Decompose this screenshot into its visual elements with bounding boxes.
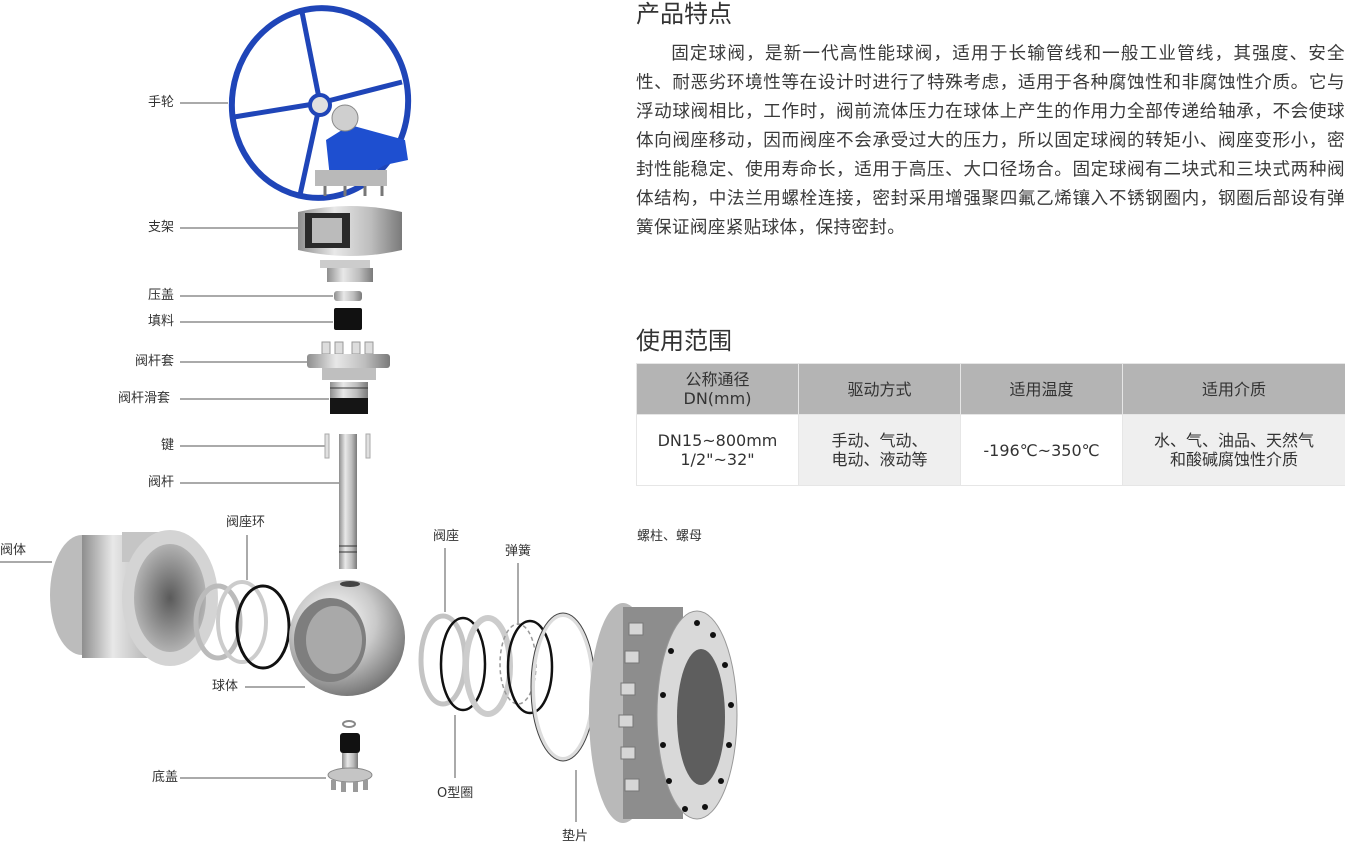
handwheel-part	[220, 0, 421, 209]
label-gland: 压盖	[148, 288, 174, 304]
table-row: DN15~800mm 1/2"~32" 手动、气动、 电动、液动等 -196℃~…	[637, 415, 1345, 486]
table-header-row: 公称通径 DN(mm) 驱动方式 适用温度 适用介质	[637, 364, 1345, 415]
cell-medium: 水、气、油品、天然气 和酸碱腐蚀性介质	[1123, 415, 1345, 486]
label-o-ring: O型圈	[437, 786, 473, 802]
scope-title: 使用范围	[636, 326, 732, 356]
label-stem: 阀杆	[148, 475, 174, 491]
stem-sleeve-part	[307, 342, 390, 380]
label-stem-sliding-sleeve: 阀杆滑套	[118, 391, 170, 407]
label-spring: 弹簧	[505, 544, 531, 560]
label-ball: 球体	[212, 679, 238, 695]
gland-part	[334, 291, 362, 301]
label-bracket: 支架	[148, 220, 174, 236]
stem-sliding-sleeve-part	[330, 382, 368, 414]
label-valve-body: 阀体	[0, 543, 26, 559]
end-flange-part	[585, 595, 745, 835]
valve-illustration	[0, 0, 620, 844]
stem-part	[339, 434, 357, 569]
label-bottom-cover: 底盖	[152, 770, 178, 786]
ball-part	[289, 580, 405, 696]
header-temperature: 适用温度	[961, 364, 1123, 415]
label-seat-ring: 阀座环	[226, 515, 265, 531]
label-seat: 阀座	[433, 529, 459, 545]
features-paragraph: 固定球阀，是新一代高性能球阀，适用于长输管线和一般工业管线，其强度、安全性、耐恶…	[636, 40, 1345, 243]
key-part	[325, 434, 329, 458]
packing-part	[334, 308, 362, 330]
label-packing: 填料	[148, 314, 174, 330]
gasket-part	[533, 615, 593, 759]
header-medium: 适用介质	[1123, 364, 1345, 415]
header-drive-mode: 驱动方式	[799, 364, 961, 415]
label-gasket: 垫片	[562, 829, 588, 845]
header-nominal-diameter: 公称通径 DN(mm)	[637, 364, 799, 415]
exploded-valve-diagram: 手轮 支架 压盖 填料 阀杆套 阀杆滑套 键 阀杆 阀座环 阀体 球体 底盖 阀…	[0, 0, 620, 844]
bottom-cover-part	[328, 721, 372, 792]
cell-temperature: -196℃~350℃	[961, 415, 1123, 486]
valve-body-part	[50, 530, 218, 666]
cell-nominal-diameter: DN15~800mm 1/2"~32"	[637, 415, 799, 486]
bracket-part	[298, 206, 402, 282]
features-title: 产品特点	[636, 0, 732, 29]
label-handwheel: 手轮	[148, 95, 174, 111]
scope-table: 公称通径 DN(mm) 驱动方式 适用温度 适用介质 DN15~800mm 1/…	[636, 363, 1345, 486]
seat-part	[421, 616, 465, 704]
cell-drive-mode: 手动、气动、 电动、液动等	[799, 415, 961, 486]
label-key: 键	[161, 438, 174, 454]
label-bolt-nut: 螺柱、螺母	[637, 529, 702, 545]
label-stem-sleeve: 阀杆套	[135, 354, 174, 370]
